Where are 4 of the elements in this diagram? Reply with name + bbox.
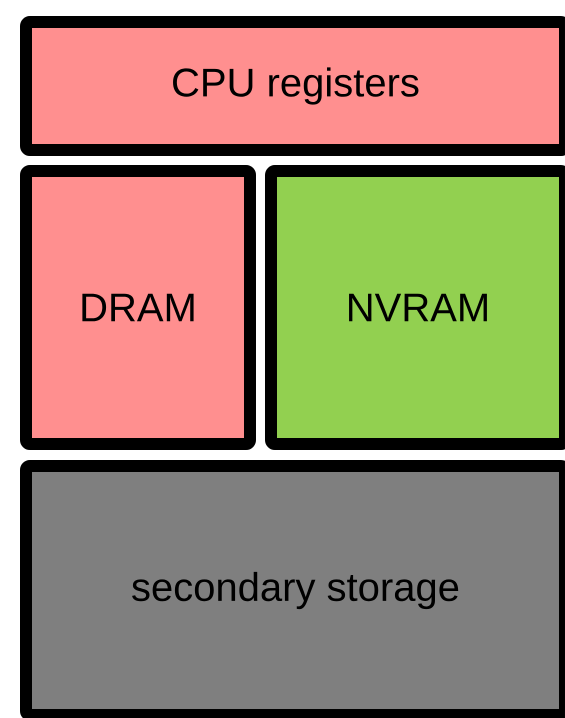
memory-box: DRAM [20,165,256,450]
memory-box: CPU registers [20,16,565,156]
memory-box: NVRAM [265,165,565,450]
memory-box: secondary storage [20,460,565,718]
